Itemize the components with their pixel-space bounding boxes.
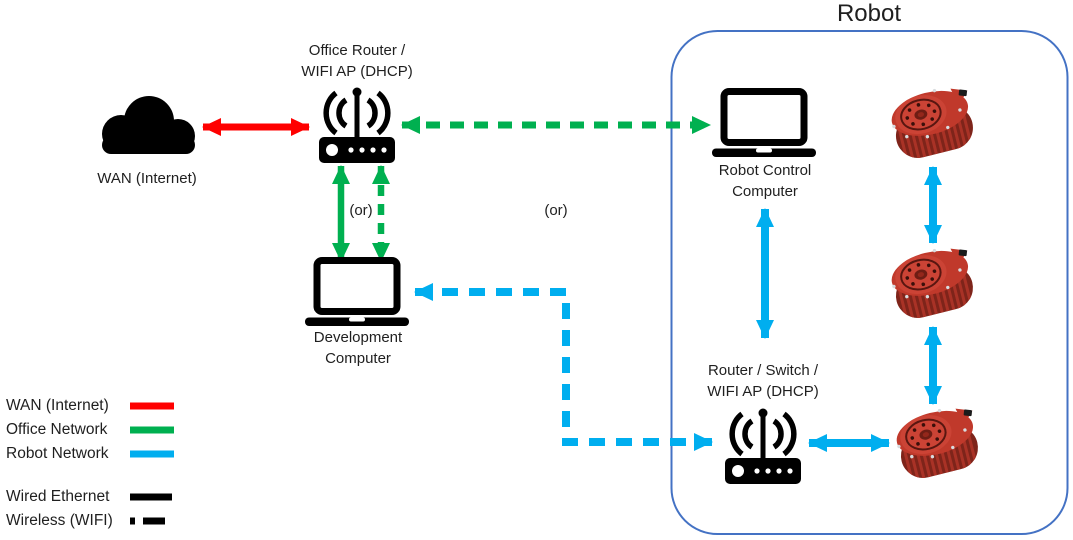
robot-router-label-line1: Router / Switch / — [707, 362, 819, 379]
development-computer-label-line2: Computer — [325, 350, 391, 367]
robot-control-computer-label: Robot Control Computer — [700, 160, 830, 202]
development-computer-icon — [305, 261, 409, 327]
legend-item-wired: Wired Ethernet — [6, 485, 176, 509]
legend-item-robot: Robot Network — [6, 442, 176, 466]
legend-label-wan: WAN (Internet) — [6, 397, 109, 414]
legend-label-office: Office Network — [6, 421, 108, 438]
legend-item-wireless: Wireless (WIFI) — [6, 509, 176, 533]
legend-label-wired: Wired Ethernet — [6, 488, 110, 505]
legend-swatch-robot-line — [130, 450, 174, 458]
office-router-label-line1: Office Router / — [308, 42, 406, 59]
legend-label-wireless: Wireless (WIFI) — [6, 512, 113, 529]
robot-actuator-1 — [886, 81, 981, 163]
legend-item-wan: WAN (Internet) — [6, 394, 176, 418]
robot-actuator-2 — [886, 241, 981, 323]
arrow-dev-computer-to-robot-router-wireless — [414, 283, 713, 451]
office-router-label-line2: WIFI AP (DHCP) — [301, 63, 413, 80]
robot-router-icon — [725, 409, 801, 485]
legend-swatch-wireless-line — [130, 517, 172, 525]
robot-control-computer-label-line2: Computer — [732, 183, 798, 200]
robot-router-label-line2: WIFI AP (DHCP) — [707, 383, 819, 400]
robot-boundary-box — [670, 30, 1069, 535]
or-annotation-left: (or) — [349, 202, 373, 219]
legend-swatch-office-line — [130, 426, 174, 434]
robot-router-label: Router / Switch / WIFI AP (DHCP) — [686, 360, 840, 402]
office-router-icon — [319, 88, 395, 164]
or-annotation-right: (or) — [544, 202, 568, 219]
legend-swatch-wired-line — [130, 493, 172, 501]
development-computer-label-line1: Development — [313, 329, 403, 346]
robot-box-title: Robot — [836, 0, 902, 27]
robot-control-computer-label-line1: Robot Control — [718, 162, 812, 179]
robot-control-computer-icon — [712, 92, 816, 158]
robot-actuator-3 — [891, 401, 986, 483]
legend: WAN (Internet) Office Network Robot Netw… — [6, 394, 176, 533]
wan-cloud-icon — [102, 96, 195, 154]
wan-label: WAN (Internet) — [97, 170, 197, 187]
office-router-label: Office Router / WIFI AP (DHCP) — [282, 40, 432, 82]
legend-label-robot: Robot Network — [6, 445, 109, 462]
legend-swatch-wan-line — [130, 402, 174, 410]
development-computer-label: Development Computer — [295, 327, 421, 369]
legend-item-office: Office Network — [6, 418, 176, 442]
